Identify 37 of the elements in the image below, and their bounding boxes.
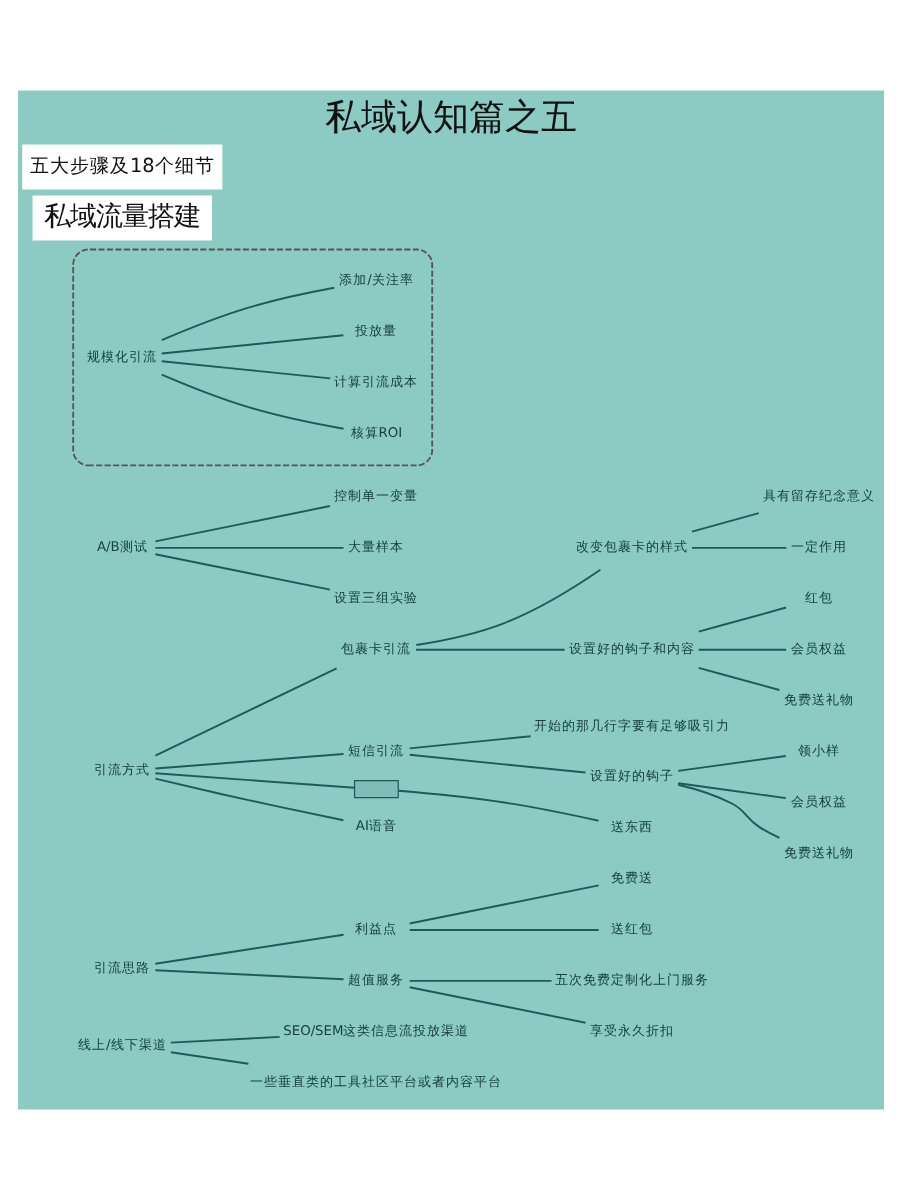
- connector: [407, 928, 599, 931]
- connector: [676, 782, 786, 800]
- connector: [407, 753, 586, 774]
- connector: [153, 546, 344, 549]
- connector: [153, 505, 330, 543]
- label: 私域流量搭建: [43, 202, 200, 233]
- connector: [407, 884, 599, 925]
- connector: [153, 753, 344, 770]
- connector: [153, 772, 355, 789]
- connector: [414, 648, 565, 651]
- connector: [168, 1035, 280, 1044]
- diagram-title: 私域认知篇之五: [324, 97, 576, 140]
- label: 五大步骤及18个细节: [28, 155, 214, 178]
- connector: [153, 667, 337, 757]
- cluster: [71, 248, 433, 467]
- connector: [407, 735, 531, 750]
- connector: [159, 373, 344, 430]
- connector: [153, 969, 344, 981]
- connector: [690, 546, 787, 549]
- connector: [159, 286, 335, 342]
- connector: [696, 666, 780, 691]
- node-box: [352, 780, 398, 799]
- connector: [153, 553, 330, 591]
- connector: [690, 512, 759, 533]
- connector: [676, 783, 780, 839]
- connector: [159, 334, 344, 355]
- connector: [153, 933, 344, 965]
- connector: [396, 789, 599, 822]
- connector: [407, 986, 586, 1024]
- connector: [159, 360, 331, 380]
- connector: [414, 568, 601, 646]
- connector: [696, 606, 787, 633]
- connector: [676, 755, 786, 772]
- connector: [407, 979, 552, 982]
- connector: [153, 777, 344, 822]
- connector: [696, 648, 787, 651]
- connector: [168, 1051, 249, 1065]
